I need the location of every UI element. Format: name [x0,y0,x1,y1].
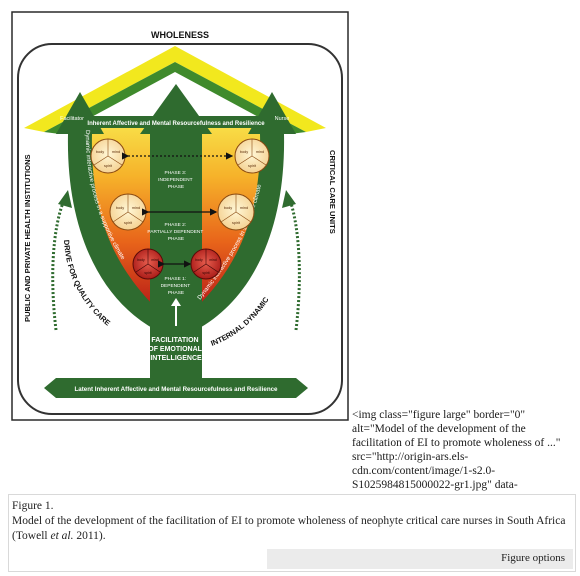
figure-options-button[interactable]: Figure options [501,552,565,564]
wholeness-title: WHOLENESS [151,30,209,40]
circle-bottom-left: body mind spirit [132,248,164,280]
latent-banner: Latent Inherent Affective and Mental Res… [75,386,279,393]
svg-text:mind: mind [240,206,248,210]
right-dotted-arrowhead [282,190,296,208]
inherent-banner: Inherent Affective and Mental Resourcefu… [87,121,265,127]
svg-text:mind: mind [132,206,140,210]
svg-text:mind: mind [256,150,264,154]
circle-bottom-right: body mind spirit [190,248,222,280]
figure-caption-box: Figure 1. Model of the development of th… [8,494,576,572]
svg-text:body: body [116,206,124,210]
svg-text:body: body [195,258,203,262]
phase2-label: PHASE 2: PARTIALLY DEPENDENT PHASE [147,222,204,242]
left-dotted-arrow [51,199,66,331]
svg-text:spirit: spirit [104,164,113,168]
figure-label: Figure 1. [12,500,54,512]
phase3-label: PHASE 3: INDEPENDENT PHASE [158,170,194,190]
svg-text:spirit: spirit [232,221,241,225]
svg-text:spirit: spirit [248,164,257,168]
phase1-label: PHASE 1: DEPENDENT PHASE [161,276,192,296]
facilitation-label: FACILITATION OF EMOTIONAL INTELLIGENCE [148,337,204,362]
facilitator-label: Facilitator [60,116,84,122]
circle-middle-left: body mind spirit [109,193,147,231]
svg-text:body: body [240,150,248,154]
column-up-arrowhead [171,298,181,306]
right-side-label: CRITICAL CARE UNITS [328,150,337,234]
circle-top-right: body mind spirit [234,138,270,174]
right-dotted-arrow [288,199,301,331]
right-green-arm [196,92,296,330]
svg-text:mind: mind [209,258,216,262]
svg-text:spirit: spirit [202,271,209,275]
svg-text:mind: mind [112,150,120,154]
svg-text:body: body [224,206,232,210]
figure-options-bar: Figure options [267,549,573,569]
left-green-arm [56,92,156,330]
svg-text:spirit: spirit [124,221,133,225]
left-side-label: PUBLIC AND PRIVATE HEALTH INSTITUTIONS [23,154,32,322]
figure-caption-text: Model of the development of the facilita… [12,515,566,542]
figure-caption: Figure 1. Model of the development of th… [12,499,568,544]
left-dotted-arrowhead [58,190,72,208]
svg-text:spirit: spirit [144,271,151,275]
circle-middle-right: body mind spirit [217,193,255,231]
roof-yellow [24,46,326,132]
latent-banner-bg [44,378,308,398]
svg-text:body: body [96,150,104,154]
nurse-label: Nurse [275,116,290,122]
svg-text:body: body [137,258,145,262]
svg-text:mind: mind [151,258,158,262]
inherent-banner-bg [84,116,268,128]
model-diagram: WHOLENESS Inherent Affective and Mental … [11,11,349,421]
circle-top-left: body mind spirit [90,138,126,174]
